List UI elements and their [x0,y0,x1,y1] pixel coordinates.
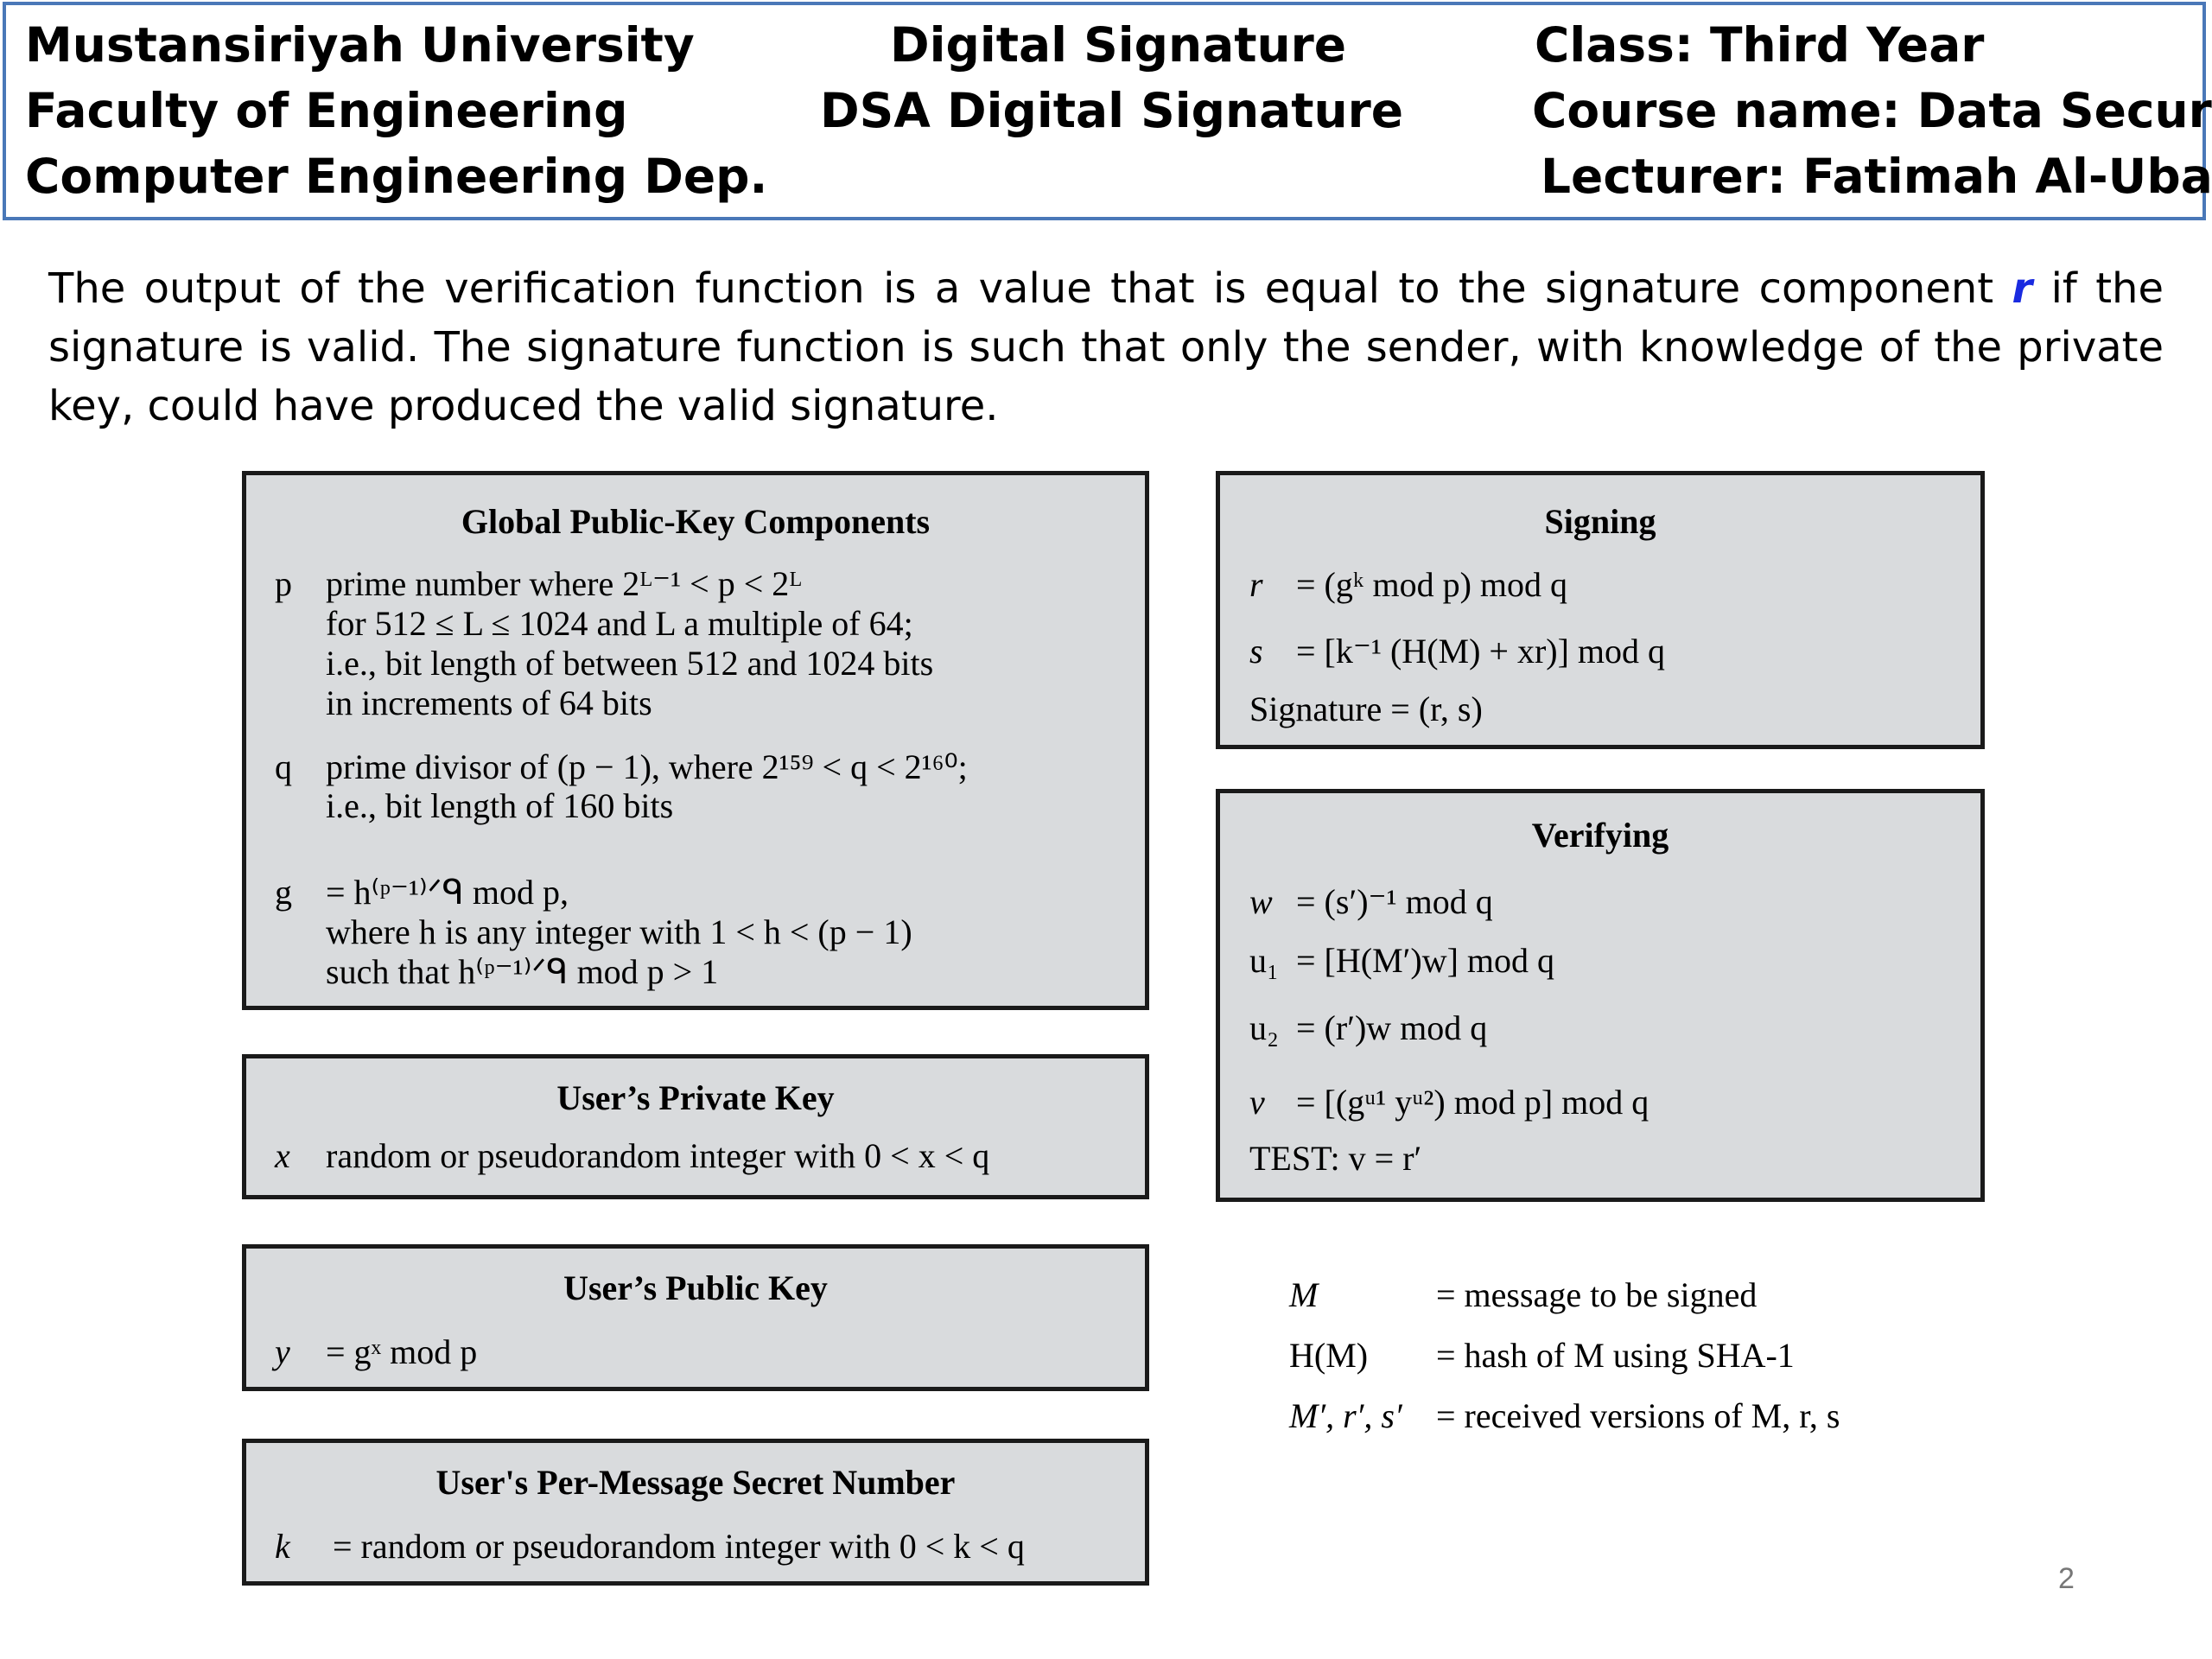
intro-text-end: if the signature is valid. The signature… [48,264,2164,430]
w-formula: = (s′)⁻¹ mod q [1296,882,1493,921]
private-key-title: User’s Private Key [556,1078,835,1117]
p-line-1: prime number where 2ᴸ⁻¹ < p < 2ᴸ [326,564,803,603]
s-symbol: s [1249,632,1263,671]
signing-box: Signing r = (gᵏ mod p) mod q s = [k⁻¹ (H… [1216,471,1985,749]
private-key-box: User’s Private Key x random or pseudoran… [242,1054,1149,1199]
department-name: Computer Engineering Dep. [25,149,768,204]
v-symbol: v [1249,1083,1265,1122]
slide-header: Mustansiriyah University Faculty of Engi… [3,2,2212,220]
u1-symbol: u₁ [1249,941,1279,980]
subtopic-title: DSA Digital Signature [820,83,1404,138]
university-name: Mustansiriyah University [25,17,695,73]
k-symbol: k [275,1527,290,1566]
verifying-title: Verifying [1531,816,1669,855]
lecturer-label: Lecturer: Fatimah Al-Ubaidy [1541,149,2212,204]
y-symbol: y [275,1332,290,1371]
global-components-title: Global Public-Key Components [461,502,931,541]
u2-symbol: u₂ [1249,1008,1279,1047]
secret-number-box: User's Per-Message Secret Number k = ran… [242,1439,1149,1586]
legend-symbol-m: M [1289,1275,1319,1314]
p-line-3: i.e., bit length of between 512 and 1024… [326,644,934,683]
p-line-2: for 512 ≤ L ≤ 1024 and L a multiple of 6… [326,604,913,643]
g-line-3: such that h⁽ᵖ⁻¹⁾ᐟᑫ mod p > 1 [326,952,719,991]
secret-number-title: User's Per-Message Secret Number [435,1463,956,1502]
r-symbol: r [1249,565,1263,604]
legend-symbol-hm: H(M) [1289,1336,1369,1375]
g-line-2: where h is any integer with 1 < h < (p −… [326,912,912,951]
legend-def-m: = message to be signed [1436,1275,1758,1314]
verifying-box: Verifying w = (s′)⁻¹ mod q u₁ = [H(M′)w]… [1216,789,1985,1202]
s-formula: = [k⁻¹ (H(M) + xr)] mod q [1296,632,1666,671]
public-key-box: User’s Public Key y = gˣ mod p [242,1244,1149,1391]
secret-number-text: = random or pseudorandom integer with 0 … [333,1527,1025,1566]
q-line-2: i.e., bit length of 160 bits [326,786,674,825]
q-line-1: prime divisor of (p − 1), where 2¹⁵⁹ < q… [326,747,968,786]
verification-test: TEST: v = r′ [1249,1139,1422,1178]
x-symbol: x [275,1136,290,1175]
u1-formula: = [H(M′)w] mod q [1296,941,1555,980]
global-components-box: Global Public-Key Components p prime num… [242,471,1149,1010]
q-symbol: q [275,747,292,786]
g-line-1: = h⁽ᵖ⁻¹⁾ᐟᑫ mod p, [326,873,569,912]
signing-title: Signing [1544,502,1656,541]
p-line-4: in increments of 64 bits [326,683,652,722]
topic-title: Digital Signature [890,17,1347,73]
faculty-name: Faculty of Engineering [25,83,628,138]
legend-def-received: = received versions of M, r, s [1436,1396,1840,1435]
u2-formula: = (r′)w mod q [1296,1008,1488,1047]
legend-def-hm: = hash of M using SHA-1 [1436,1336,1795,1375]
course-label: Course name: Data Security [1532,83,2212,138]
private-key-text: random or pseudorandom integer with 0 < … [326,1136,990,1175]
page-number: 2 [2058,1562,2075,1595]
intro-text-start: The output of the verification function … [48,264,2012,313]
v-formula: = [(gᵘ¹ yᵘ²) mod p] mod q [1296,1083,1649,1122]
g-symbol: g [275,873,292,912]
w-symbol: w [1249,882,1273,921]
intro-paragraph: The output of the verification function … [48,259,2164,435]
legend-symbol-received: M′, r′, s′ [1289,1396,1402,1435]
public-key-text: = gˣ mod p [326,1332,478,1371]
signature-pair: Signature = (r, s) [1249,690,1483,728]
r-formula: = (gᵏ mod p) mod q [1296,565,1568,604]
public-key-title: User’s Public Key [563,1268,828,1307]
signature-component-r: r [2012,264,2033,313]
class-label: Class: Third Year [1535,17,1985,73]
p-symbol: p [275,564,292,603]
